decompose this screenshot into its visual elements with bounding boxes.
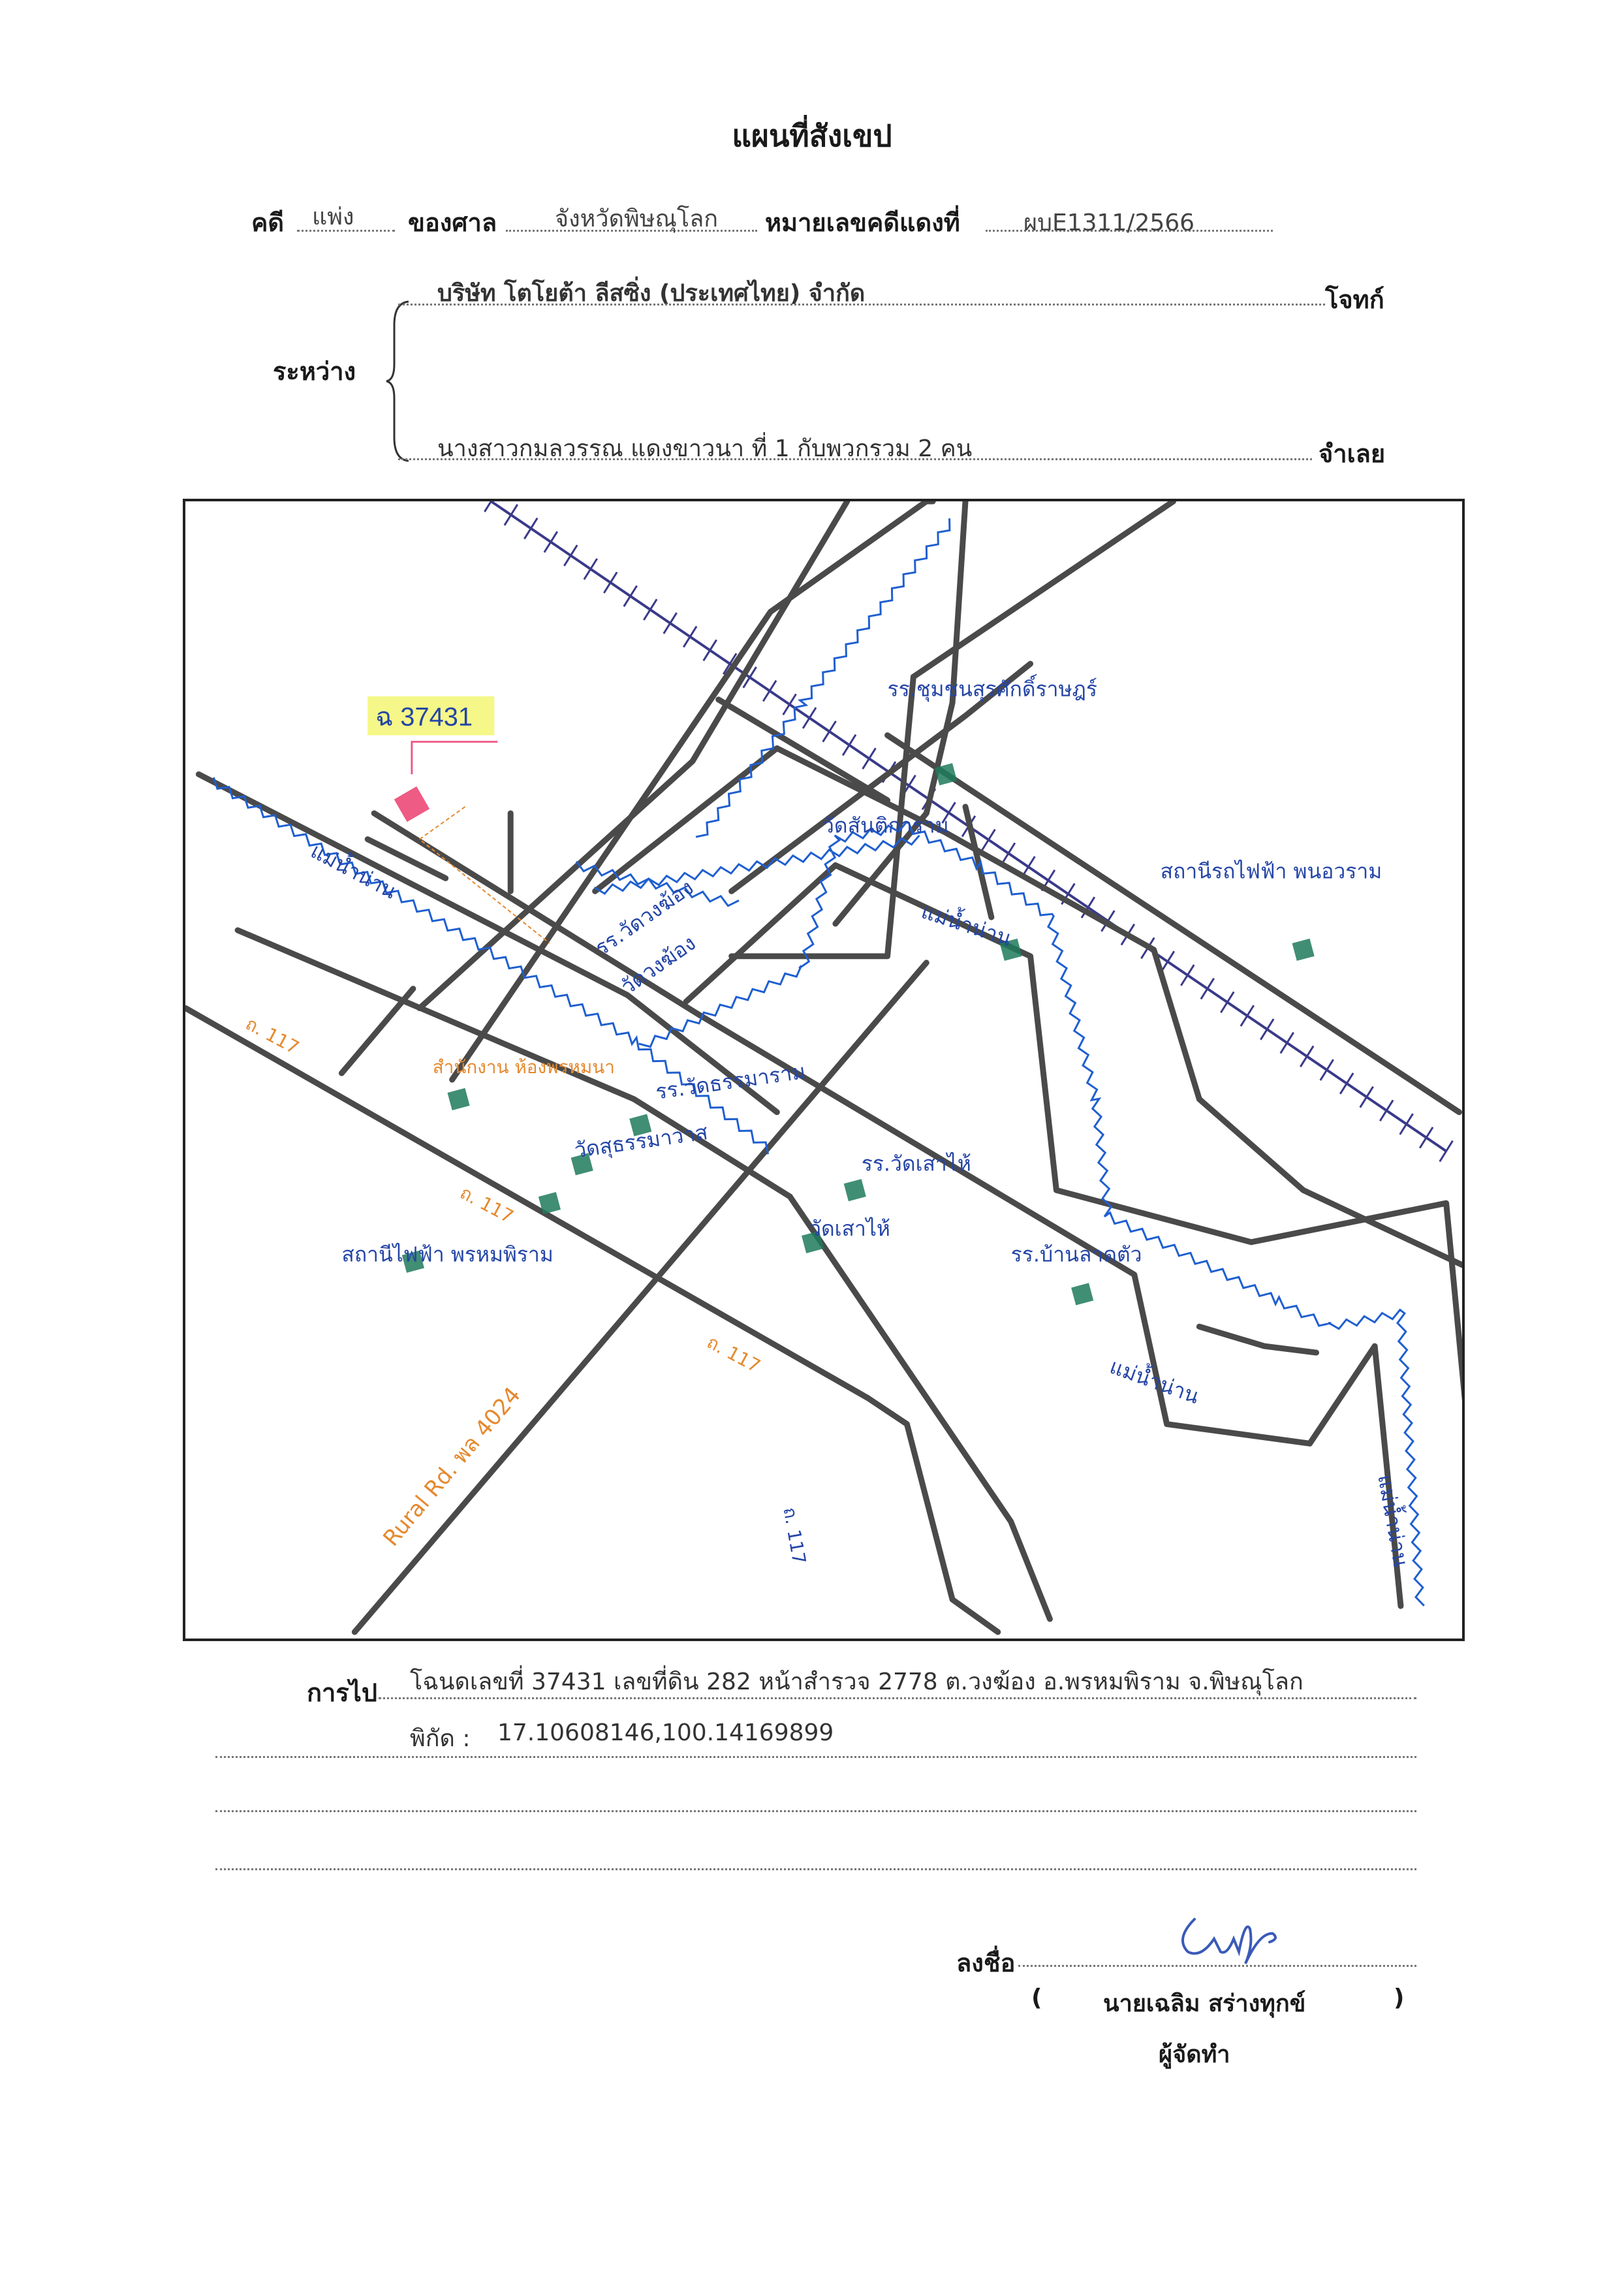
landmark-marker: [447, 1088, 470, 1110]
river-segment: [575, 860, 740, 907]
sign-dots: [1018, 1965, 1416, 1967]
label-school-mon: รร.บ้านลาดตัว: [1011, 1242, 1142, 1267]
case-type: แพ่ง: [312, 204, 354, 230]
brace-icon: [386, 300, 409, 462]
river-segment: [695, 518, 951, 838]
landmark-marker: [570, 1153, 593, 1176]
road-network: [185, 501, 1462, 1635]
plaintiff-dots: [398, 304, 1325, 306]
plaintiff-value: บริษัท โตโยต้า ลีสซิ่ง (ประเทศไทย) จำกัด: [437, 280, 866, 307]
label-school-watsao: รร.วัดเสาไห้: [862, 1151, 971, 1176]
directions-value: โฉนดเลขที่ 37431 เลขที่ดิน 282 หน้าสำรวจ…: [410, 1669, 1304, 1695]
court-value: จังหวัดพิษณุโลก: [555, 206, 719, 232]
coords-value: 17.10608146,100.14169899: [497, 1719, 834, 1746]
river-segment: [212, 777, 770, 1155]
parcel-label: ฉ 37431: [375, 702, 473, 731]
parcel-marker: ฉ 37431: [367, 696, 550, 944]
landmark-marker: [1071, 1283, 1094, 1306]
label-road-117-a: ถ. 117: [242, 1012, 303, 1058]
blank-line-2: [215, 1810, 1416, 1812]
river-segment: [593, 834, 920, 895]
landmark-marker: [999, 938, 1022, 961]
landmark-marker: [401, 1250, 424, 1273]
sketch-map: ฉ 37431 รร.วัดวงฆ้อง วัดวงฆ้อง แม่น้ำน่า…: [183, 499, 1465, 1641]
defendant-value: นางสาวกมลวรรณ แดงขาวนา ที่ 1 กับพวกรวม 2…: [437, 435, 973, 462]
railway: [484, 501, 1454, 1163]
signer-name: นายเฉลิม สร่างทุกข์: [1103, 1990, 1306, 2017]
red-no-value: ผบE1311/2566: [1023, 210, 1195, 236]
case-label: คดี: [251, 208, 285, 237]
defendant-label: จำเลย: [1319, 439, 1386, 468]
label-river-2: แม่น้ำน่าน: [918, 896, 1016, 951]
page-title: แผนที่สังเขป: [732, 118, 892, 153]
label-office: สำนักงาน ห้องพรหมนา: [433, 1056, 615, 1078]
landmark-marker: [1292, 938, 1315, 961]
label-station-phrom: สถานีไฟฟ้า พรหมพิราม: [341, 1242, 554, 1267]
sign-paren-close: ): [1394, 1984, 1405, 2011]
label-school-rail: รร.ชุมชนสุรศักดิ์ราษฎร์: [888, 674, 1098, 702]
plaintiff-label: โจทก์: [1325, 285, 1384, 314]
label-road-117-c: ถ. 117: [704, 1331, 764, 1377]
blank-line-1: [215, 1756, 1416, 1758]
landmark-marker: [935, 763, 958, 786]
label-road-117-d: ถ. 117: [779, 1505, 810, 1565]
sign-label: ลงชื่อ: [956, 1949, 1016, 1977]
signature-image: [1181, 1918, 1277, 1964]
blank-line-3: [215, 1868, 1416, 1870]
label-road-117-b: ถ. 117: [456, 1182, 517, 1227]
red-no-dots: [986, 230, 1273, 232]
label-station-train: สถานีรถไฟฟ้า พนอวราม: [1161, 858, 1382, 883]
landmark-marker: [538, 1191, 561, 1215]
landmark-markers: [401, 763, 1315, 1306]
directions-dots: [379, 1697, 1416, 1699]
label-school-watthammaram: รร.วัดธรรมาราม: [654, 1059, 807, 1105]
label-rural-road: Rural Rd. พล 4024: [378, 1382, 525, 1550]
between-label: ระหว่าง: [273, 357, 356, 386]
landmark-marker: [629, 1114, 652, 1137]
river-segment: [638, 821, 1425, 1607]
case-dots: [297, 230, 395, 232]
label-wat-sankit: วัดสันติการาม: [822, 813, 949, 838]
directions-label: การไป: [307, 1678, 377, 1707]
sign-paren-open: (: [1031, 1984, 1042, 2011]
court-label: ของศาล: [408, 208, 497, 237]
coords-label: พิกัด :: [410, 1725, 471, 1752]
signer-role: ผู้จัดทำ: [1159, 2041, 1230, 2068]
court-dots: [506, 230, 757, 232]
defendant-dots: [398, 458, 1312, 460]
landmark-marker: [802, 1231, 824, 1253]
landmark-marker: [843, 1179, 866, 1202]
label-wat-sao: วัดเสาไห้: [809, 1216, 890, 1241]
red-no-label: หมายเลขคดีแดงที่: [765, 208, 960, 237]
